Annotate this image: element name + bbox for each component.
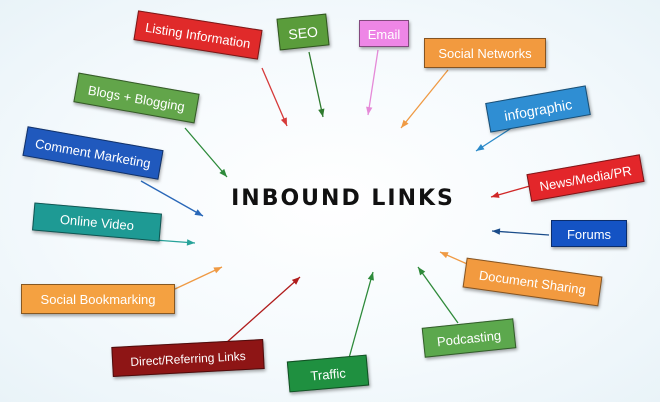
arrow-seo (308, 51, 324, 118)
arrow-direct (225, 276, 301, 344)
node-traffic: Traffic (286, 354, 370, 393)
arrowhead-traffic (367, 272, 374, 281)
arrow-blogs (184, 127, 228, 178)
arrowhead-email (366, 106, 373, 115)
arrow-bookmarking (174, 266, 223, 290)
arrowhead-bookmarking (213, 267, 222, 274)
node-label: Social Networks (438, 46, 532, 61)
node-label: Forums (566, 227, 612, 242)
arrow-listing (261, 67, 288, 127)
arrow-traffic (348, 271, 374, 359)
node-forums: Forums (551, 220, 627, 247)
arrow-forums (491, 230, 550, 236)
arrowhead-social-networks (401, 119, 409, 128)
arrowhead-direct (291, 277, 300, 285)
arrowhead-infographic (476, 143, 485, 151)
arrowhead-listing (280, 117, 287, 126)
arrowhead-forums (492, 228, 501, 235)
arrowhead-podcasting (418, 267, 426, 276)
arrowhead-comment (194, 209, 203, 216)
node-seo: SEO (276, 13, 330, 51)
node-email: Email (359, 20, 409, 47)
arrow-podcasting (417, 266, 459, 324)
arrowhead-document (440, 252, 449, 259)
arrow-email (367, 49, 379, 116)
arrowhead-video (186, 239, 195, 246)
node-social-networks: Social Networks (424, 38, 546, 68)
node-label: Social Bookmarking (40, 292, 156, 307)
arrow-social-networks (400, 69, 449, 129)
arrowhead-blogs (219, 168, 227, 177)
node-label: Email (367, 27, 401, 42)
diagram-title: INBOUND LINKS (231, 186, 455, 211)
node-bookmarking: Social Bookmarking (21, 284, 175, 314)
node-label: SEO (287, 23, 319, 43)
arrow-comment (140, 180, 204, 217)
arrowhead-news (491, 191, 500, 198)
arrowhead-seo (318, 108, 325, 117)
